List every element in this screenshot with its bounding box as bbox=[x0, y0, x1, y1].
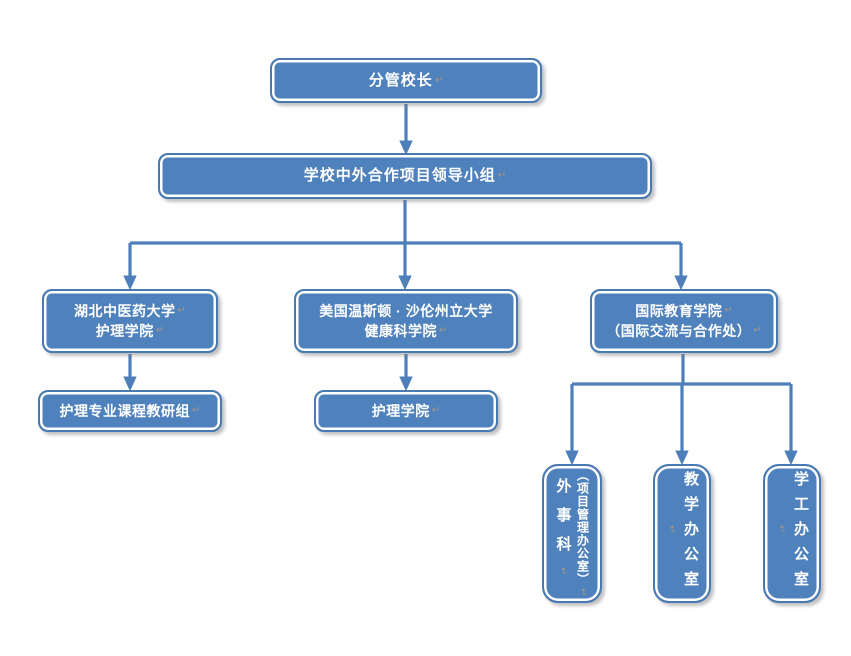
node-label: 护理学院 bbox=[95, 323, 154, 339]
node-label: 湖北中医药大学 bbox=[74, 303, 176, 319]
node-label: 护理专业课程教研组 bbox=[59, 403, 191, 419]
node-label: 护理学院 bbox=[371, 403, 430, 419]
return-mark-icon: ↵ bbox=[577, 588, 589, 598]
node-label: 分管校长 bbox=[368, 71, 433, 89]
node-label: （国际交流与合作处） bbox=[606, 323, 752, 339]
node-label: 健康科学院 bbox=[364, 323, 438, 339]
node-intl-education-college: 国际教育学院 ↵ （国际交流与合作处） ↵ bbox=[590, 289, 778, 353]
return-mark-icon: ↵ bbox=[434, 74, 444, 86]
node-label-column: 外事科↵ bbox=[554, 477, 572, 590]
node-foreign-affairs-section: 外事科↵ （项目管理办公室）↵ bbox=[542, 464, 602, 603]
node-label: 教学办公室↵ bbox=[666, 471, 699, 596]
return-mark-icon: ↵ bbox=[497, 170, 507, 181]
node-label: 学校中外合作项目领导小组 bbox=[303, 167, 496, 184]
node-label-column: （项目管理办公室）↵ bbox=[575, 469, 590, 598]
node-student-affairs-office: 学工办公室↵ bbox=[763, 464, 821, 603]
node-teaching-office: 教学办公室↵ bbox=[653, 464, 711, 603]
return-mark-icon: ↵ bbox=[776, 525, 787, 544]
return-mark-icon: ↵ bbox=[753, 325, 762, 336]
node-vice-president: 分管校长 ↵ bbox=[270, 58, 542, 103]
return-mark-icon: ↵ bbox=[177, 305, 186, 316]
return-mark-icon: ↵ bbox=[666, 525, 677, 544]
node-nursing-curriculum-group: 护理专业课程教研组 ↵ bbox=[38, 390, 222, 432]
return-mark-icon: ↵ bbox=[439, 325, 448, 336]
node-nursing-college: 护理学院 ↵ bbox=[314, 390, 498, 432]
node-hubei-university-nursing: 湖北中医药大学 ↵ 护理学院 ↵ bbox=[42, 289, 218, 353]
return-mark-icon: ↵ bbox=[155, 325, 165, 336]
node-leadership-group: 学校中外合作项目领导小组 ↵ bbox=[158, 153, 652, 199]
return-mark-icon: ↵ bbox=[557, 566, 569, 590]
return-mark-icon: ↵ bbox=[724, 305, 733, 316]
node-label: 国际教育学院 bbox=[635, 303, 723, 319]
return-mark-icon: ↵ bbox=[431, 405, 441, 416]
return-mark-icon: ↵ bbox=[192, 405, 201, 416]
node-label: 学工办公室↵ bbox=[776, 471, 809, 596]
node-label: 美国温斯顿 · 沙伦州立大学 bbox=[319, 303, 493, 319]
node-wssu-health-sciences: 美国温斯顿 · 沙伦州立大学 健康科学院 ↵ bbox=[294, 289, 518, 353]
